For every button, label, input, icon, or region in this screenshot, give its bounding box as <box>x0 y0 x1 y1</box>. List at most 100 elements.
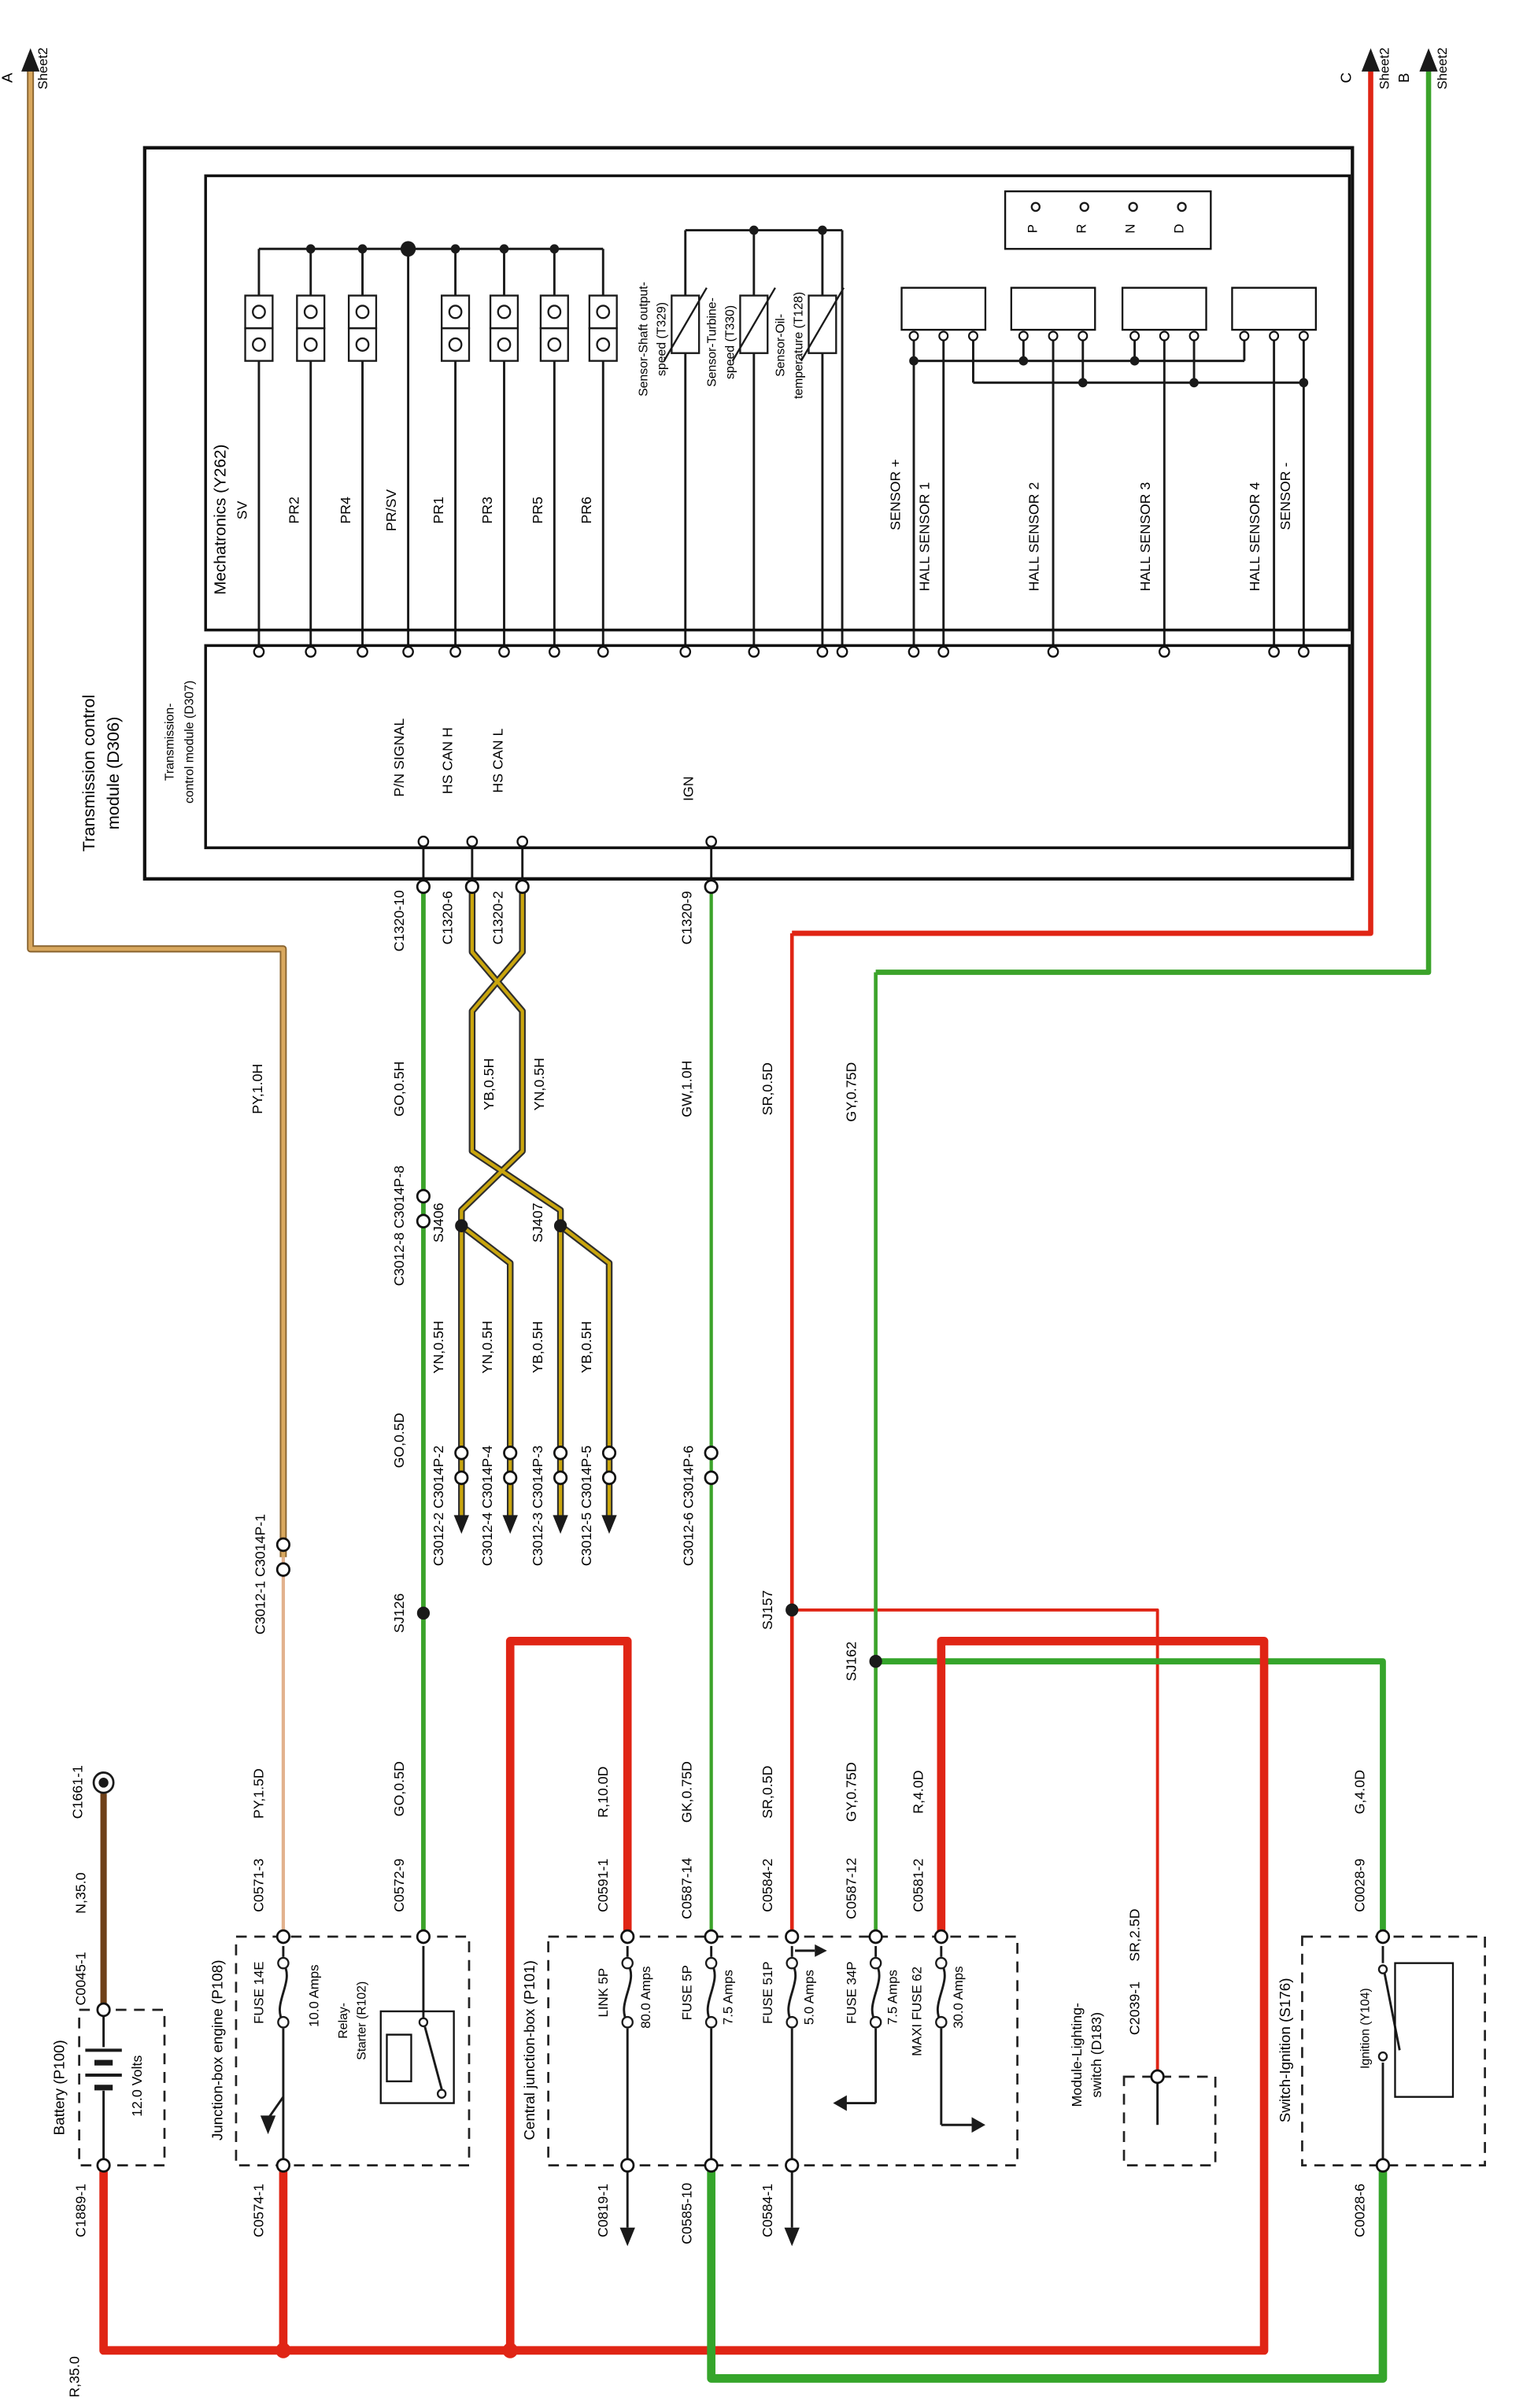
connector-label: C0571-3 <box>251 1858 267 1911</box>
sensor-t330-line1: Sensor-Turbine- <box>706 297 719 387</box>
connector-label: C1320-9 <box>679 891 695 944</box>
solenoid-label: PR5 <box>530 497 545 524</box>
wire-label: YN,0.5H <box>431 1320 446 1373</box>
sensor-t128-line1: Sensor-Oil- <box>774 314 788 377</box>
wire-py-casing <box>27 65 287 1557</box>
d183-title-line2: switch (D183) <box>1089 2012 1104 2098</box>
hall-label: SENSOR - <box>1277 462 1293 530</box>
connector-label: C1889-1 <box>73 2184 89 2237</box>
p101-title: Central junction-box (P101) <box>521 1960 538 2140</box>
wire-yb-b <box>559 1224 612 1522</box>
battery-box <box>78 2008 166 2167</box>
connector-label: C1320-10 <box>391 890 407 951</box>
wire-label: GY,0.75D <box>844 1762 859 1822</box>
fuse-symbols <box>279 1962 946 2023</box>
junction-dots <box>275 225 1309 2358</box>
s176-title: Switch-Ignition (S176) <box>1277 1978 1293 2123</box>
splice-label: SJ126 <box>391 1593 407 1633</box>
fuse-name: FUSE 51P <box>760 1962 775 2024</box>
wire-r-35-0-bus <box>99 1637 1269 2355</box>
splice-label: SJ157 <box>760 1590 775 1630</box>
connector-label: C3012-5 C3014P-5 <box>579 1446 594 1566</box>
hall-label: HALL SENSOR 4 <box>1247 482 1262 591</box>
relay-title-line1: Relay- <box>337 2003 350 2039</box>
solenoid-label: PR4 <box>338 497 353 524</box>
arrows <box>21 48 1438 2247</box>
terminals <box>96 331 1391 2173</box>
hall-sensor-1-box <box>900 286 987 331</box>
wire-sheet-c <box>792 65 1373 936</box>
wire-label: YN,0.5H <box>531 1058 547 1110</box>
wire-label: N,35.0 <box>73 1872 89 1914</box>
wire-label: GK,0.75D <box>679 1761 695 1823</box>
colored-wires <box>27 65 1432 2383</box>
pin-label-hs-can-l: HS CAN L <box>490 728 506 792</box>
wire-label: YB,0.5H <box>481 1058 497 1110</box>
tcm-title-line2: module (D306) <box>104 717 123 830</box>
splice-sj126 <box>416 1606 431 1620</box>
sheet-ref-c-sheet: Sheet2 <box>1377 47 1392 89</box>
wire-sr-2-5d <box>792 1608 1159 2071</box>
connector-label: C0819-1 <box>595 2184 611 2237</box>
relay-coil <box>386 2033 412 2083</box>
wire-label: YB,0.5H <box>579 1321 594 1373</box>
p108-fuse-amps: 10.0 Amps <box>307 1965 322 2027</box>
wire-label: R,4.0D <box>911 1771 926 1814</box>
wire-sheet-b <box>875 65 1432 975</box>
wire-label: GO,0.5H <box>391 1062 407 1117</box>
sensor-t329-line1: Sensor-Shaft output- <box>638 282 651 397</box>
d307-box <box>204 644 1351 850</box>
s176-box <box>1301 1935 1486 2167</box>
relay-box <box>379 2010 455 2104</box>
d307-title-line1: Transmission- <box>164 704 177 781</box>
splice-sj406 <box>455 1219 468 1232</box>
splice-sj157 <box>786 1603 799 1617</box>
mechatronics-box <box>204 174 1351 632</box>
wire-label: GW,1.0H <box>679 1061 695 1117</box>
p108-box <box>235 1935 471 2167</box>
fuse-amps: 7.5 Amps <box>721 1970 736 2025</box>
connector-label: C0587-12 <box>844 1858 859 1919</box>
p108-branch-arrow-icon <box>260 2115 276 2135</box>
hall-label: HALL SENSOR 3 <box>1137 482 1153 591</box>
offpage-arrow-a-icon <box>21 48 40 72</box>
fuse-name: LINK 5P <box>596 1968 611 2018</box>
p101-box <box>547 1935 1018 2167</box>
connector-label: C0028-6 <box>1352 2184 1368 2237</box>
wire-end-arrow-icon <box>553 1515 568 1535</box>
hall-sensor-4-box <box>1231 286 1318 331</box>
hall-label: HALL SENSOR 1 <box>917 482 933 592</box>
connector-label: C3012-2 C3014P-2 <box>431 1446 446 1566</box>
fuse-terminals <box>277 1956 948 2029</box>
wire-label: GO,0.5D <box>391 1413 407 1468</box>
offpage-arrow-c-icon <box>1361 48 1381 72</box>
p108-fuse-name: FUSE 14E <box>252 1962 267 2024</box>
hall-label: HALL SENSOR 2 <box>1026 482 1042 592</box>
solenoid-label: PR2 <box>286 497 301 524</box>
sheet-ref-c: C <box>1338 72 1355 83</box>
mechatronics-title: Mechatronics (Y262) <box>212 445 230 595</box>
wire-end-arrow-icon <box>453 1515 469 1535</box>
connector-label: C0045-1 <box>73 1952 89 2005</box>
offpage-arrow-b-icon <box>1419 48 1438 72</box>
ignition-box <box>1394 1962 1455 2098</box>
fuse-name: FUSE 5P <box>680 1965 695 2020</box>
wire-label: GY,0.75D <box>844 1062 859 1122</box>
component-boxes <box>78 146 1486 2167</box>
hall-sensor-2-box <box>1010 286 1096 331</box>
solenoid-symbols <box>244 294 618 362</box>
wire-label: G,4.0D <box>1352 1770 1368 1814</box>
tcm-title-line1: Transmission control <box>79 695 98 852</box>
pin-label-ign: IGN <box>681 776 697 801</box>
fuse-amps: 7.5 Amps <box>885 1970 900 2025</box>
wire-py-1-0h <box>28 65 286 1557</box>
wire-can-2 <box>470 892 563 1226</box>
sheet-ref-b: B <box>1395 73 1412 83</box>
wire-label: SR,0.5D <box>760 1062 775 1115</box>
d183-title-line1: Module-Lighting- <box>1069 2003 1085 2107</box>
gear-label-n: N <box>1123 224 1138 234</box>
splice-sj162 <box>869 1654 882 1668</box>
wire-label: SR,2.5D <box>1127 1908 1143 1961</box>
